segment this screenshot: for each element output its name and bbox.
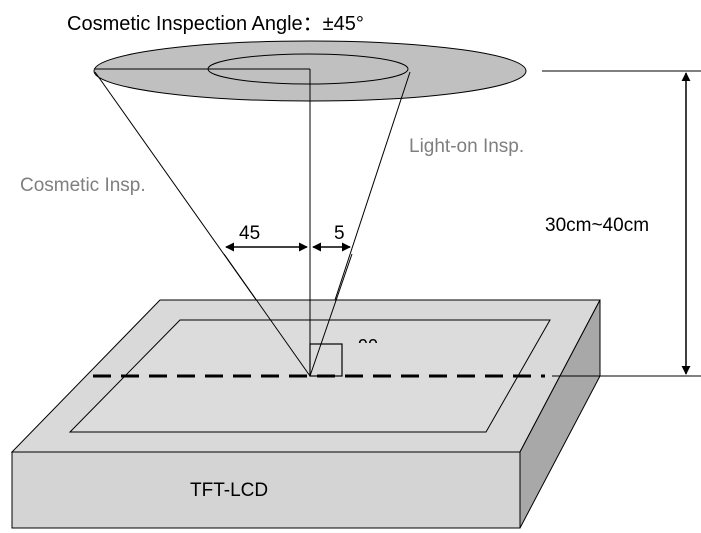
panel-front-face bbox=[11, 451, 521, 529]
cosmetic-label: Cosmetic Insp. bbox=[20, 175, 146, 196]
cone-right-lower bbox=[309, 253, 353, 377]
right-angle-label-mask bbox=[352, 334, 396, 345]
diagram-title: Cosmetic Inspection Angle：±45° bbox=[67, 13, 364, 35]
angle-45-label: 45 bbox=[239, 223, 260, 244]
cone-left-lower bbox=[223, 253, 311, 377]
panel-label: TFT-LCD bbox=[190, 480, 268, 501]
right-angle-label-clip bbox=[350, 343, 398, 357]
angle-5-label: 5 bbox=[334, 223, 345, 244]
distance-label: 30cm~40cm bbox=[545, 215, 649, 236]
light-on-label: Light-on Insp. bbox=[409, 136, 524, 157]
